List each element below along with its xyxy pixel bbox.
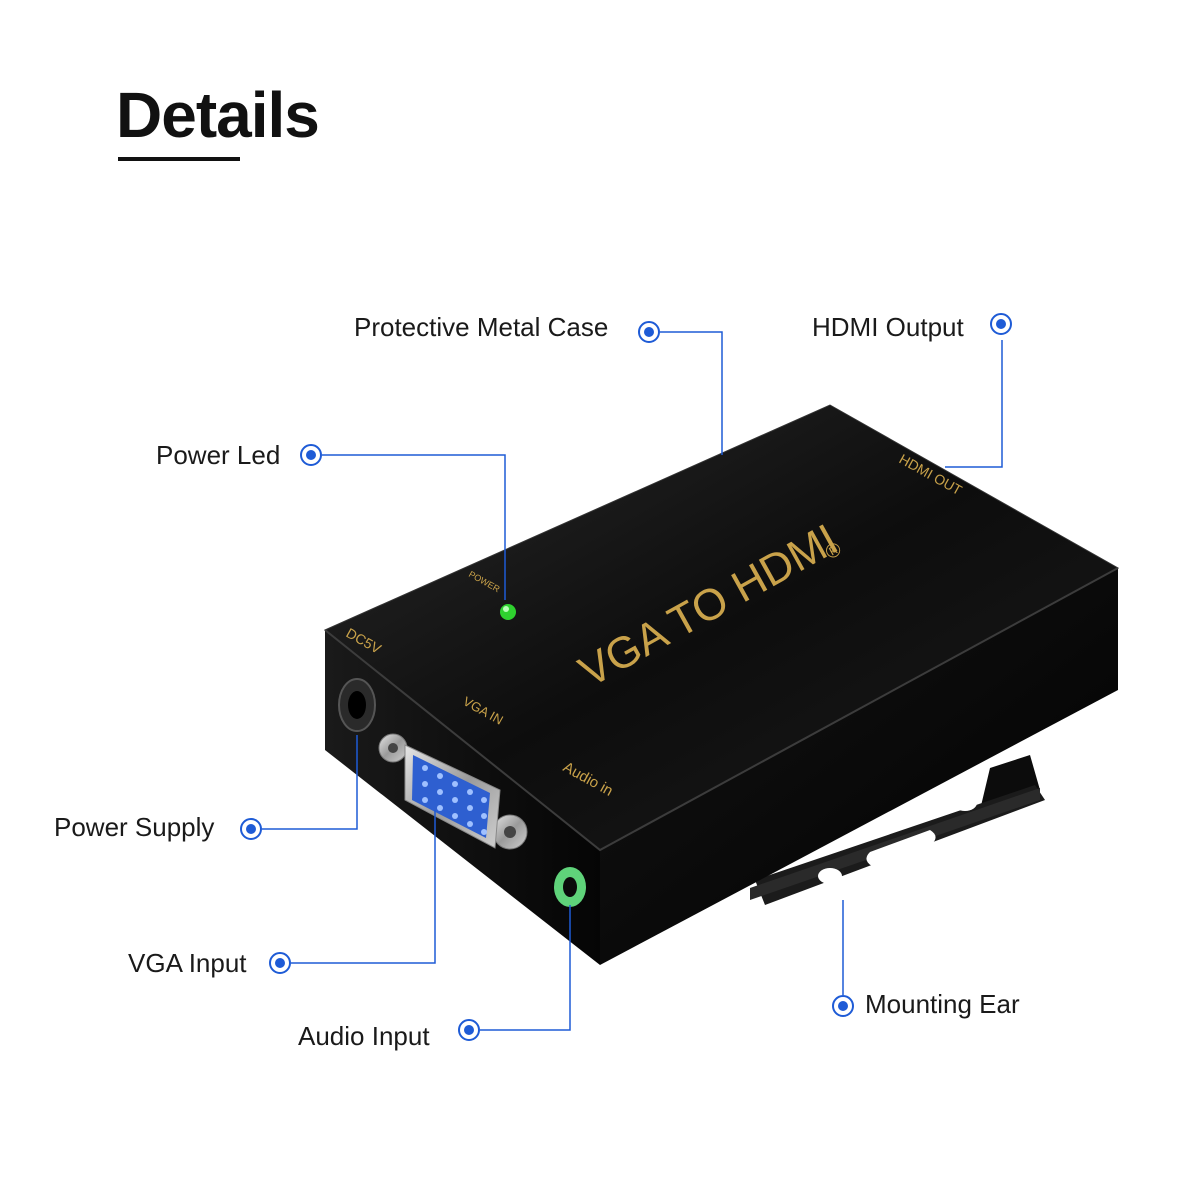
dc-jack	[338, 678, 376, 732]
callout-vga-input: VGA Input	[128, 948, 247, 978]
callout-protective-metal-case: Protective Metal Case	[354, 312, 609, 342]
page-title: Details	[116, 79, 320, 151]
callout-power-supply: Power Supply	[54, 812, 215, 842]
callout-dot-icon	[990, 313, 1012, 335]
callout-dot-icon	[638, 321, 660, 343]
case-side	[600, 568, 1118, 965]
callout-dot-icon	[269, 952, 291, 974]
callout-hdmi-output: HDMI Output	[812, 312, 964, 342]
callout-audio-input: Audio Input	[298, 1021, 430, 1051]
callout-power-led: Power Led	[156, 440, 281, 470]
leader-lines	[262, 331, 1003, 1031]
callout-dot-icon	[832, 995, 854, 1017]
mounting-hole-right	[953, 795, 977, 811]
title-underline	[118, 157, 240, 161]
vga-connector	[378, 733, 528, 850]
audio-jack	[554, 867, 586, 907]
callout-dot-icon	[300, 444, 322, 466]
callout-mounting-ear: Mounting Ear	[865, 989, 1020, 1019]
mounting-hole-left	[818, 868, 842, 884]
mounting-ear	[750, 755, 1045, 905]
callout-dot-icon	[458, 1019, 480, 1041]
power-led	[500, 604, 516, 620]
callout-dot-icon	[240, 818, 262, 840]
mounting-slot	[866, 830, 936, 866]
